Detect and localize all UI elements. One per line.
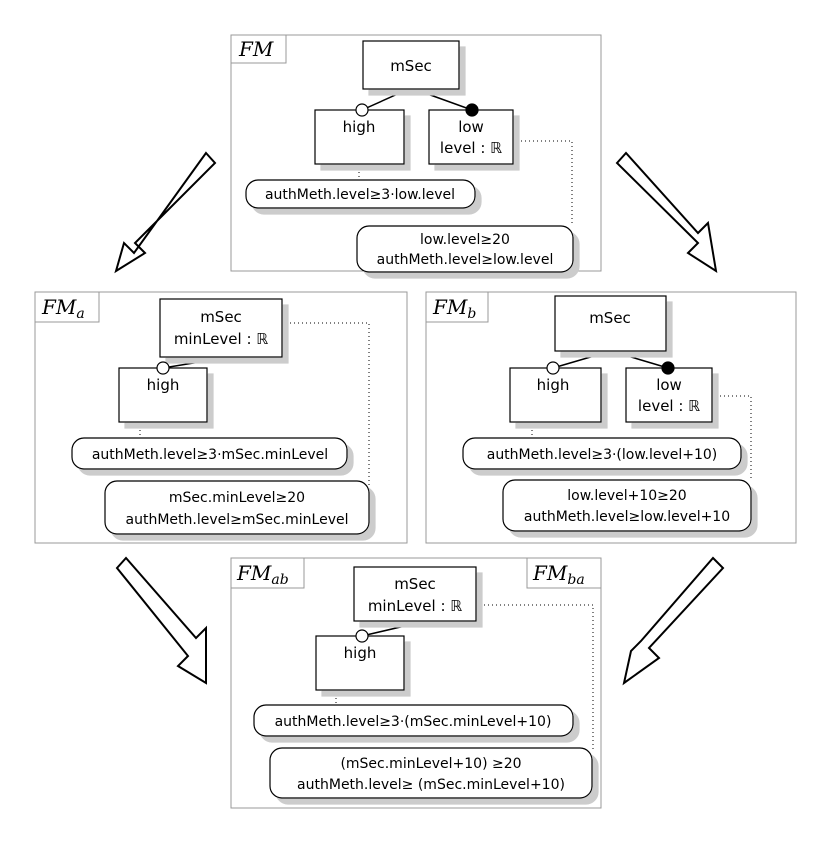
feature-box-root xyxy=(159,298,283,358)
mandatory-marker-icon xyxy=(661,361,675,375)
constraint-box-root xyxy=(104,480,370,535)
constraint-text-high: authMeth.level≥3·low.level xyxy=(265,187,455,203)
constraint-text-root-2: authMeth.level≥low.level+10 xyxy=(524,509,730,525)
panel-label-box xyxy=(425,291,489,323)
optional-marker-icon xyxy=(355,103,369,117)
feature-box-high xyxy=(118,367,208,423)
feature-attribute-low: level : ℝ xyxy=(638,397,700,415)
edge-root-low xyxy=(610,350,669,369)
feature-box-high xyxy=(509,367,602,423)
constraint-box-root xyxy=(356,225,574,273)
panel-label: FMab xyxy=(236,561,289,588)
constraint-box-root xyxy=(502,479,752,532)
constraint-box-high xyxy=(245,179,476,209)
feature-attribute-root: minLevel : ℝ xyxy=(174,330,268,348)
constraint-text-high: authMeth.level≥3·(low.level+10) xyxy=(487,447,718,463)
arrow-fmb-to-fmab xyxy=(622,556,725,686)
feature-box-low xyxy=(625,367,713,423)
constraint-text-high: authMeth.level≥3·(mSec.minLevel+10) xyxy=(275,714,552,730)
optional-marker-icon xyxy=(156,361,170,375)
feature-attribute-root: minLevel : ℝ xyxy=(368,597,462,615)
feature-name-low: low xyxy=(656,376,682,394)
panel-fmab: FMab FMba mSec minLevel : ℝ high authMet… xyxy=(230,557,602,809)
feature-name-high: high xyxy=(147,376,180,394)
feature-box-root xyxy=(353,566,477,622)
constraint-text-root-1: low.level+10≥20 xyxy=(567,488,686,504)
constraint-box-high xyxy=(71,437,348,470)
edge-root-high xyxy=(361,87,412,111)
edge-root-high xyxy=(552,350,612,369)
feature-attribute-low: level : ℝ xyxy=(440,139,502,157)
optional-marker-icon xyxy=(355,629,369,643)
feature-box-high xyxy=(315,635,405,691)
constraint-link-root xyxy=(476,604,594,752)
feature-box-high xyxy=(314,109,405,165)
constraint-text-root-2: authMeth.level≥low.level xyxy=(377,252,554,268)
constraint-text-root-2: authMeth.level≥ (mSec.minLevel+10) xyxy=(297,777,565,793)
feature-name-root: mSec xyxy=(200,308,242,326)
panel-label: FMb xyxy=(432,295,476,322)
constraint-text-root-1: mSec.minLevel≥20 xyxy=(169,490,305,506)
constraint-text-root-1: (mSec.minLevel+10) ≥20 xyxy=(340,756,521,772)
edge-root-high xyxy=(162,356,231,369)
panel-label: FMa xyxy=(41,295,85,322)
feature-name-root: mSec xyxy=(589,309,631,327)
feature-name-root: mSec xyxy=(390,57,432,75)
optional-marker-icon xyxy=(546,361,560,375)
feature-box-low xyxy=(428,109,514,165)
panel-label-box xyxy=(230,34,287,64)
panel-label-box-2 xyxy=(526,557,602,589)
arrow-fma-to-fmab xyxy=(115,556,207,685)
constraint-text-root-2: authMeth.level≥mSec.minLevel xyxy=(126,512,349,528)
panel-fmb: FMb mSec high low level : ℝ authMeth.lev… xyxy=(425,291,797,544)
arrow-fm-to-fma xyxy=(114,151,217,274)
feature-box-root xyxy=(362,40,460,90)
constraint-link-low xyxy=(712,395,752,480)
panel-label-box xyxy=(230,557,305,589)
feature-name-high: high xyxy=(537,376,570,394)
constraint-box-high xyxy=(253,704,574,737)
feature-name-root: mSec xyxy=(394,575,436,593)
constraint-box-high xyxy=(462,437,742,470)
arrow-fm-to-fmb xyxy=(615,151,718,274)
constraint-link-root xyxy=(282,322,370,485)
constraint-box-root xyxy=(269,747,593,799)
mandatory-marker-icon xyxy=(465,103,479,117)
panel-label-box xyxy=(34,291,100,323)
feature-name-high: high xyxy=(344,644,377,662)
panel-fm: FM mSec high low level : ℝ authMeth.leve… xyxy=(230,34,602,273)
edge-root-high xyxy=(361,620,427,637)
panel-label-2: FMba xyxy=(532,561,585,588)
panel-fma: FMa mSec minLevel : ℝ high authMeth.leve… xyxy=(34,291,408,544)
edge-root-low xyxy=(410,87,473,111)
constraint-text-root-1: low.level≥20 xyxy=(420,232,510,248)
feature-name-low: low xyxy=(458,118,484,136)
feature-box-root xyxy=(554,295,667,352)
feature-name-high: high xyxy=(343,118,376,136)
constraint-text-high: authMeth.level≥3·mSec.minLevel xyxy=(92,447,328,463)
panel-label: FM xyxy=(238,37,274,61)
